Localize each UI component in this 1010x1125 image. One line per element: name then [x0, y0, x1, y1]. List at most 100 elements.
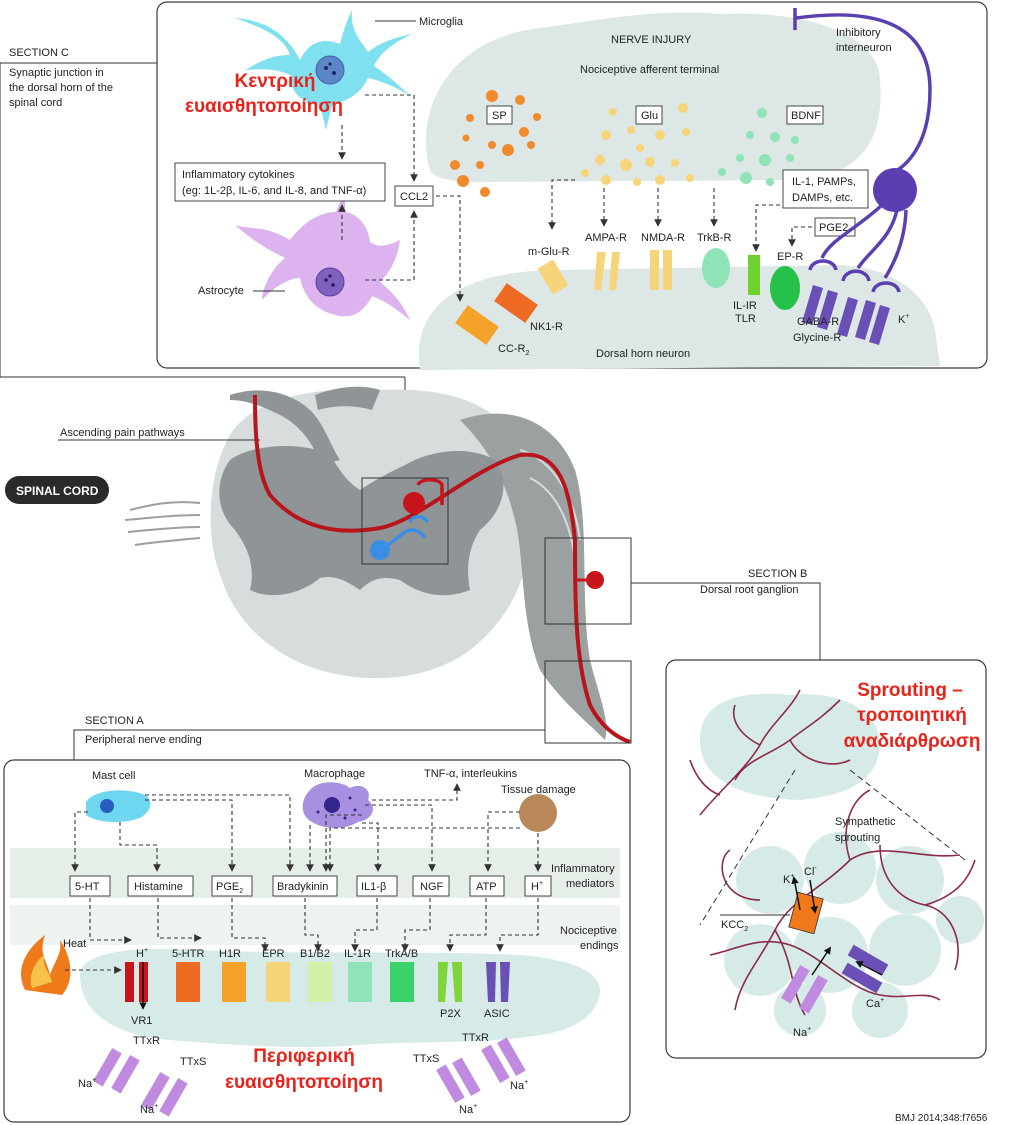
inhibitory-label-2: interneuron	[836, 42, 892, 54]
glu-vesicles	[581, 103, 694, 186]
central-sensitization-title-2: ευαισθητοποίηση	[185, 96, 343, 117]
kcc2-transporter	[788, 891, 824, 935]
section-a-desc: Peripheral nerve ending	[85, 734, 202, 746]
section-a-callout-line	[73, 729, 545, 760]
dorsal-horn-neuron-shape	[418, 265, 940, 370]
cytokines-box	[174, 162, 386, 202]
receptor-epr-shape	[266, 962, 290, 1002]
ep-r-label: EP-R	[777, 251, 803, 263]
astrocyte-nucleus	[315, 267, 345, 297]
mediator-il1b: IL1-β	[361, 881, 386, 893]
sprouting-title-1: Sprouting –	[857, 680, 963, 701]
bdnf-label: BDNF	[791, 110, 821, 122]
mediator-5ht: 5-HT	[75, 881, 100, 893]
macrophage-nucleus	[324, 797, 340, 813]
na-channels-bottom	[93, 1037, 526, 1117]
spinal-cord-badge-label: SPINAL CORD	[16, 484, 99, 498]
nociceptive-label-1: Nociceptive	[560, 925, 617, 937]
sprouting-title-3: αναδιάρθρωση	[844, 731, 981, 752]
receptor-b1b2-shape	[308, 962, 332, 1002]
sp-label: SP	[492, 110, 507, 122]
central-sensitization-title-1: Κεντρική	[234, 71, 315, 92]
dorsal-horn-label: Dorsal horn neuron	[596, 348, 690, 360]
asic-label: ASIC	[484, 1008, 510, 1020]
zoom-box-section-a	[544, 660, 632, 744]
bdnf-vesicles	[718, 108, 799, 186]
astrocyte-body	[235, 190, 410, 320]
dorsal-root-bundle	[460, 413, 607, 740]
left-nerve-roots	[124, 501, 201, 546]
pge2-label: PGE2	[819, 222, 848, 234]
tissue-damage-blob	[519, 794, 557, 832]
mediator-histamine: Histamine	[134, 881, 183, 893]
mediator-h: H+	[531, 880, 543, 893]
mediator-atp-box	[469, 875, 505, 897]
tissue-damage-label: Tissue damage	[501, 784, 576, 796]
asic-receptor-left	[486, 962, 496, 1002]
mglu-r-label: m-Glu-R	[528, 246, 570, 258]
nmda-receptor-left	[650, 250, 659, 290]
receptor-h1r: H1R	[219, 948, 241, 960]
receptor-il1r: IL-1R	[344, 948, 371, 960]
sympathetic-sprouting-fibres	[689, 689, 976, 1016]
drg-na-channel-right	[799, 975, 828, 1014]
na-left-2-label: Na+	[140, 1103, 158, 1116]
il1-pamps-line-2: DAMPs, etc.	[792, 192, 853, 204]
cc-r2-label: CC-R2	[498, 343, 530, 357]
section-b-desc: Dorsal root ganglion	[700, 584, 798, 596]
ep-r-receptor	[770, 266, 800, 310]
inhibitory-label-1: Inhibitory	[836, 27, 881, 39]
zoom-box-section-b	[544, 537, 632, 625]
section-b-callout-line	[631, 582, 821, 660]
ascending-label: Ascending pain pathways	[60, 427, 185, 439]
il-ir-label: IL-IR	[733, 300, 757, 312]
mediator-il1b-box	[356, 875, 398, 897]
p2x-receptor-left	[438, 962, 448, 1002]
receptor-il1r-shape	[348, 962, 372, 1002]
receptor-h1r-shape	[222, 962, 246, 1002]
nerve-injury-label: NERVE INJURY	[611, 34, 692, 46]
drg-na-channel-left	[781, 965, 810, 1004]
glu-label: Glu	[641, 110, 658, 122]
microglia-label: Microglia	[419, 16, 464, 28]
microglia-cell	[235, 10, 412, 130]
receptor-b1b2: B1/B2	[300, 948, 330, 960]
mediator-h-box	[524, 875, 552, 897]
section-c-heading: SECTION C	[9, 47, 69, 59]
mast-cell-label: Mast cell	[92, 770, 135, 782]
mediator-boxes: 5-HT Histamine PGE2 Bradykinin IL1-β NGF…	[69, 875, 552, 897]
gaba-glycine-receptors	[802, 285, 890, 345]
kcc2-label: KCC2	[721, 919, 748, 933]
interneuron-soma	[873, 168, 917, 212]
drg-neuron-soma	[586, 571, 604, 589]
astrocyte-cell	[235, 190, 410, 320]
ampa-receptor-left	[594, 252, 606, 290]
section-c-callout-line	[0, 62, 157, 377]
cytokines-line-2: (eg: 1L-2β, IL-6, and IL-8, and TNF-α)	[182, 185, 366, 197]
ascending-nerve-path	[253, 394, 631, 744]
mediators-label-2: mediators	[566, 878, 615, 890]
nk1-r-label: NK1-R	[530, 321, 563, 333]
kcc2-k-label: K+	[783, 873, 794, 886]
ttxr-left-label: TTxR	[133, 1035, 160, 1047]
mediator-bradykinin-box	[272, 875, 338, 897]
glycine-r-label: Glycine-R	[793, 332, 841, 344]
ccl2-box	[394, 185, 434, 207]
nociceptive-label-2: endings	[580, 940, 619, 952]
ttxr-right-label: TTxR	[462, 1032, 489, 1044]
gray-matter	[219, 445, 504, 596]
mediator-bradykinin: Bradykinin	[277, 881, 328, 893]
drg-ca-label: Ca+	[866, 997, 884, 1010]
mediator-pge2-box	[211, 875, 253, 897]
na-right-1-label: Na+	[459, 1103, 477, 1116]
mediators-label-1: Inflammatory	[551, 863, 615, 875]
spinal-cord-section: SPINAL CORD Ascending pain pathways	[5, 386, 821, 760]
inhibitory-interneuron	[793, 8, 932, 293]
vr1-label: VR1	[131, 1015, 152, 1027]
mglu-receptor	[537, 259, 569, 295]
na-left-1-label: Na+	[78, 1077, 96, 1090]
mediator-ngf: NGF	[420, 881, 444, 893]
sp-box	[486, 105, 513, 125]
ttxs-right-label: TTxS	[413, 1053, 439, 1065]
